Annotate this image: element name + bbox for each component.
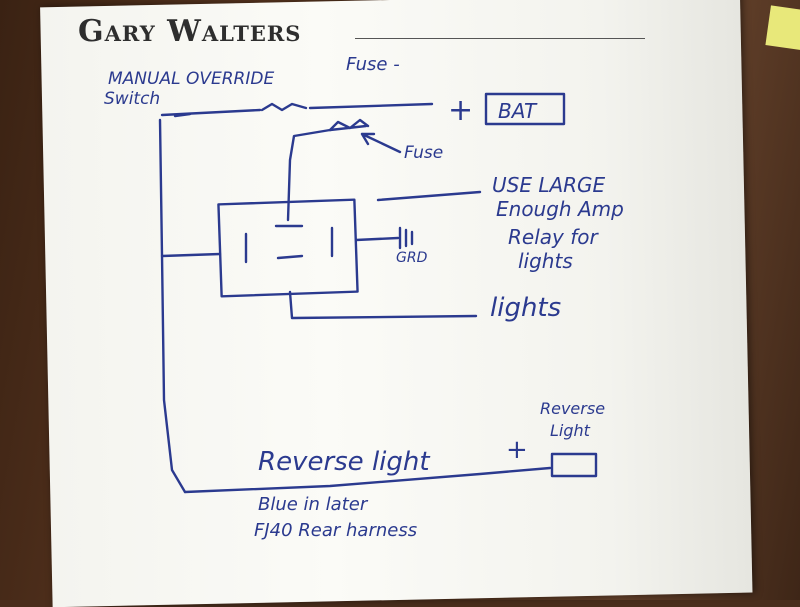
relay-contact-bottom — [276, 254, 304, 260]
blue-note-line-1: Blue in later — [258, 494, 369, 515]
manual-override-switch-symbol — [173, 112, 192, 118]
header-rule — [355, 38, 645, 39]
reverse-lamp-label-2: Light — [550, 421, 591, 440]
reverse-plus: + — [506, 435, 528, 465]
fuse-arrow — [360, 132, 402, 154]
note-pointer-line — [376, 190, 482, 202]
manual-override-label: MANUAL OVERRIDE — [108, 69, 274, 89]
switch-label: Switch — [104, 89, 160, 109]
fuse-mid-symbol — [328, 118, 370, 132]
blue-note-line-2: FJ40 Rear harness — [254, 520, 417, 541]
reverse-light-wire — [183, 466, 552, 494]
relay-coil-wire — [160, 252, 222, 258]
lights-wire — [288, 290, 478, 320]
left-main-wire — [158, 118, 187, 494]
note-line-4: lights — [518, 249, 573, 273]
fuse-top-label: Fuse - — [346, 54, 400, 75]
battery-box — [484, 92, 566, 126]
note-line-3: Relay for — [508, 225, 599, 249]
ground-wire — [354, 226, 414, 250]
battery-plus: + — [448, 93, 473, 128]
fuse-mid-label: Fuse — [404, 143, 443, 163]
relay-feed-wire — [286, 124, 368, 222]
fuse-top-symbol — [260, 102, 308, 112]
lights-label: lights — [490, 293, 561, 323]
battery-label: BAT — [498, 99, 538, 123]
reverse-lamp-box — [550, 452, 598, 478]
header-name: Gary Walters — [78, 14, 302, 49]
note-line-1: USE LARGE — [492, 173, 606, 197]
reverse-light-label: Reverse light — [258, 447, 430, 477]
ground-label: GRD — [396, 250, 428, 266]
note-line-2: Enough Amp — [496, 197, 624, 221]
reverse-lamp-label-1: Reverse — [540, 399, 605, 418]
top-wire-to-battery — [160, 102, 434, 117]
